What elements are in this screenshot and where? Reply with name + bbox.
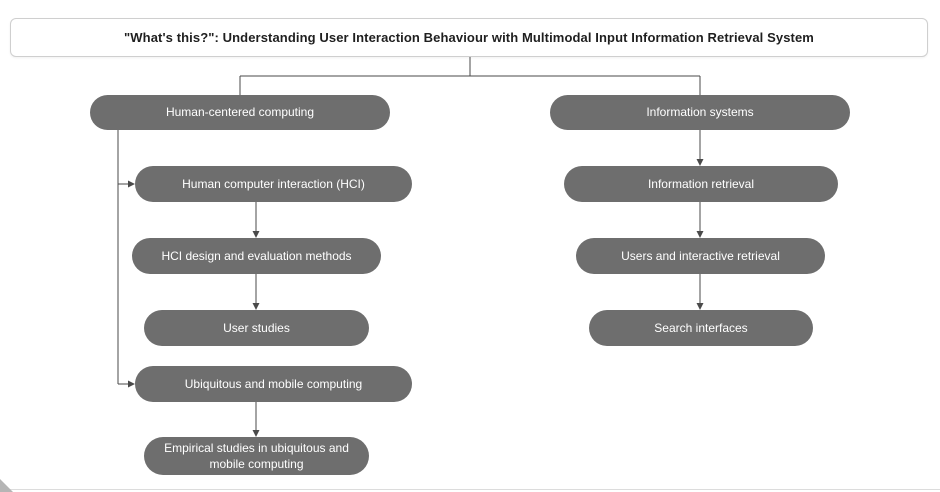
node-users-interactive-retrieval: Users and interactive retrieval <box>576 238 825 274</box>
node-hci-design-evaluation-methods: HCI design and evaluation methods <box>132 238 381 274</box>
node-search-interfaces: Search interfaces <box>589 310 813 346</box>
node-human-centered-computing: Human-centered computing <box>90 95 390 130</box>
paper-title: "What's this?": Understanding User Inter… <box>124 30 814 45</box>
node-empirical-studies-ubicomp: Empirical studies in ubiquitous and mobi… <box>144 437 369 475</box>
node-user-studies: User studies <box>144 310 369 346</box>
node-human-computer-interaction: Human computer interaction (HCI) <box>135 166 412 202</box>
paper-title-box: "What's this?": Understanding User Inter… <box>10 18 928 57</box>
arrowheads <box>128 159 704 437</box>
node-information-retrieval: Information retrieval <box>564 166 838 202</box>
node-ubiquitous-mobile-computing: Ubiquitous and mobile computing <box>135 366 412 402</box>
bottom-divider <box>0 489 940 490</box>
corner-fold-decoration <box>0 479 13 492</box>
node-information-systems: Information systems <box>550 95 850 130</box>
